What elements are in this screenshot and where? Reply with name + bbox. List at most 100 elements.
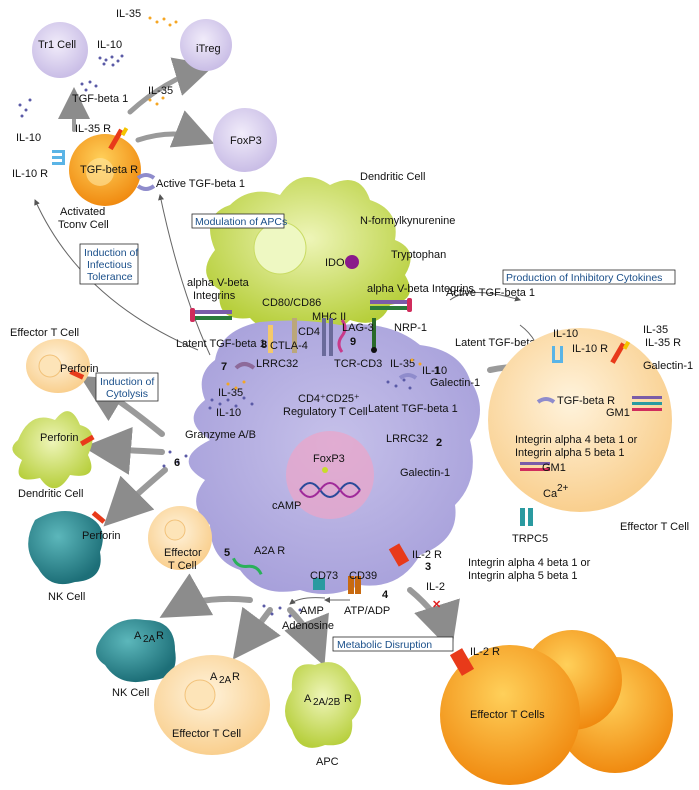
adenosine-label: Adenosine [282,620,334,632]
integrin-a-label-2: Integrin alpha 5 beta 1 [515,447,624,459]
effector-small-label-1: Effector [164,547,202,559]
step-number-6: 6 [174,457,180,469]
perforin-pore-icon-3 [91,510,106,524]
il10-label-left: IL-10 [16,132,41,144]
tgfb1-label-top: TGF-beta 1 [72,93,128,105]
mhc2-label: MHC II [312,311,346,323]
il2r-effector-icon [449,648,475,676]
step-number-2: 2 [436,437,442,449]
il10-eff-label: IL-10 [553,328,578,340]
il2r-treg-label: IL-2 R [412,549,442,561]
latent-tgfb1-label-left: Latent TGF-beta 1 [176,338,266,350]
il35-label-left: IL-35 [218,387,243,399]
il10-label-top: IL-10 [97,39,122,51]
step-number-8: 8 [261,339,267,351]
a2ar-nk-subscript: 2A [143,634,156,645]
active-tgfb1-label-left: Active TGF-beta 1 [156,178,245,190]
tcr-cd3-label: TCR-CD3 [334,358,382,370]
nrp1-icon [372,318,376,348]
foxp3-cell-label: FoxP3 [230,135,262,147]
a2ab-apc-r-label: R [344,693,352,705]
gm1-label-b: GM1 [542,462,566,474]
a2ar-eff-subscript: 2A [219,675,232,686]
box-modulation-apcs: Modulation of APCs [191,213,287,229]
effector-cell-right [488,328,672,512]
arrow-to-nk-bottom [159,573,253,618]
integrin-icons-dc [190,298,412,322]
box-modulation-label: Modulation of APCs [195,216,287,228]
cd73-icon-2 [319,578,325,590]
alpha-vbeta-right-label: alpha V-beta Integrins [367,283,475,295]
dna-helix-icon [299,482,361,498]
granzyme-label: Granzyme A/B [185,429,256,441]
lag3-icon [337,319,347,353]
il10-label-left2: IL-10 [216,407,241,419]
trpc5-label: TRPC5 [512,533,548,545]
tcr-icon [322,318,326,356]
calcium-superscript: 2+ [557,483,569,494]
il10-receptor-icon [52,150,65,165]
galectin1-label-mid: Galectin-1 [430,377,480,389]
arrow-to-effector-bottom [232,606,281,660]
step-number-9: 9 [350,336,356,348]
effector-small-nucleus [164,519,186,541]
nrp1-ligand-icon [371,347,377,353]
cd3-icon [329,318,333,356]
amp-label: AMP [300,605,324,617]
a2ar-treg-label: A2A R [254,545,285,557]
ido-enzyme-icon [345,255,359,269]
ctla4-icon [268,325,273,353]
box-infectious-label-3: Tolerance [87,271,133,283]
trpc5-channel-icon [520,508,533,526]
alpha-vbeta-left-label-2: Integrins [193,290,236,302]
effector-left-nucleus [38,354,62,378]
effector-cell-right-label: Effector T Cell [620,521,689,533]
perforin-pore-icon-2 [79,434,95,447]
tconv-nucleus [86,158,114,186]
treg-label-1: CD4⁺CD25⁺ [298,393,360,405]
perforin-label-3: Perforin [82,530,121,542]
integrin-b-label-1: Integrin alpha 4 beta 1 or [468,557,591,569]
tconv-label-2: Tconv Cell [58,219,109,231]
foxp3-treg-cell [213,108,277,172]
nk-cell-left-label: NK Cell [48,591,85,603]
il10-label-right: IL-10 [422,365,447,377]
box-metabolic-label: Metabolic Disruption [337,639,432,651]
apc-label: APC [316,756,339,768]
a2ar-nk-label: A [134,630,142,642]
lrrc32-label-right: LRRC32 [386,433,428,445]
il2r-treg-icon [388,543,410,567]
tgfb-receptor-label-left: TGF-beta R [80,164,138,176]
il35-dots-top [148,16,178,106]
il2-label: IL-2 [426,581,445,593]
a2ab-apc-label: A [304,693,312,705]
cd73-label: CD73 [310,570,338,582]
cd39-icon [348,576,354,594]
arrow-tconv-to-itreg [127,57,215,115]
il35-dots-treg [226,358,422,390]
dendritic-nucleus [253,221,307,275]
ctla4-label: CTLA-4 [270,340,308,352]
il10r-eff-label: IL-10 R [572,343,608,355]
il2r-effector-label: IL-2 R [470,646,500,658]
dna-helix-strand-icon [299,482,361,498]
cd4-icon [292,318,297,353]
cd4-label: CD4 [298,326,320,338]
arrow-infectious-tolerance [34,199,199,351]
il35r-eff-label: IL-35 R [645,337,681,349]
box-infectious-label-2: Infectious [87,259,132,271]
lag3-label: LAG-3 [342,322,374,334]
lrrc32-icon-left [234,362,256,370]
itreg-cell-label: iTreg [196,43,221,55]
il35-receptor-eff-icon [610,340,631,364]
il10r-label-left: IL-10 R [12,168,48,180]
foxp3-protein-icon [322,467,328,473]
il35-label-right: IL-35 [390,358,415,370]
n-formylkynurenine-label: N-formylkynurenine [360,215,455,227]
lrrc32-label-left: LRRC32 [256,358,298,370]
box-infectious-label-1: Induction of [84,247,138,259]
tconv-label-1: Activated [60,206,105,218]
treg-label-2: Regulatory T Cell [283,406,368,418]
effector-cell-left-label: Effector T Cell [10,327,79,339]
